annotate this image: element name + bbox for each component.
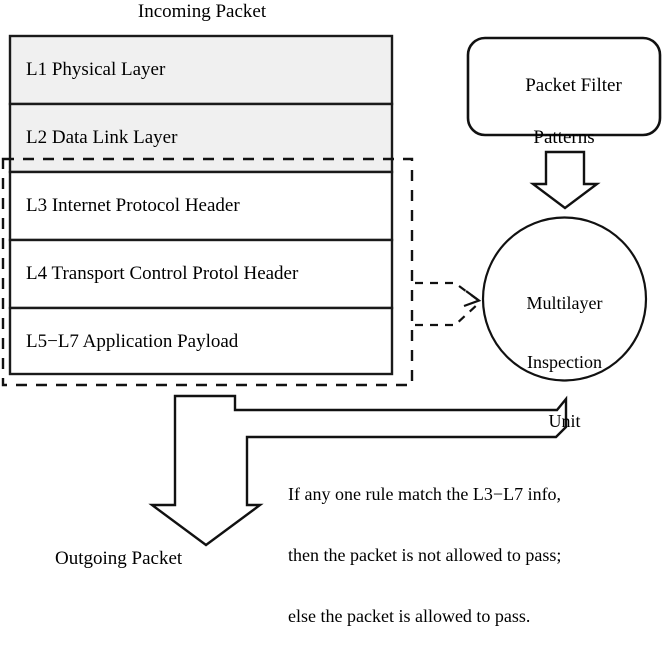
packet-layer-box-l5 <box>8 306 394 376</box>
filter-to-unit-arrow <box>529 150 601 210</box>
multilayer-inspection-unit-circle <box>481 216 648 382</box>
packet-layer-label-l2: L2 Data Link Layer <box>26 127 178 148</box>
diagram-canvas <box>1 34 662 547</box>
inspected-layers-dashed-boundary <box>1 157 414 387</box>
packet-filter-patterns-line-2: Patterns <box>533 127 595 148</box>
packet-to-unit-dashed-arrow-lower <box>415 303 479 327</box>
rule-caption-line-1: If any one rule match the L3−L7 info, <box>288 484 562 504</box>
packet-filter-patterns-line-1: Packet Filter <box>525 75 622 96</box>
packet-layer-label-l1: L1 Physical Layer <box>26 59 166 80</box>
inspection-unit-line-3: Unit <box>548 411 581 431</box>
packet-filter-patterns-box <box>466 36 662 137</box>
packet-to-unit-dashed-arrow-upper-head <box>463 290 482 308</box>
network-packet-inspection-diagram: Incoming Packet L1 Physical Layer L2 Dat… <box>1 1 662 625</box>
outgoing-packet-label: Outgoing Packet <box>55 548 183 569</box>
rule-caption-line-3: else the packet is allowed to pass. <box>288 606 531 626</box>
packet-layer-box-l1 <box>8 34 394 106</box>
inspection-unit-line-2: Inspection <box>527 352 602 372</box>
packet-filter-patterns-label: Packet Filter Patterns <box>468 57 660 185</box>
packet-layer-label-l4: L4 Transport Control Protol Header <box>26 263 299 284</box>
packet-layer-box-l4 <box>8 238 394 310</box>
rule-caption-line-2: then the packet is not allowed to pass; <box>288 545 562 565</box>
packet-layer-label-l3: L3 Internet Protocol Header <box>26 195 240 216</box>
multilayer-inspection-unit-label: Multilayer Inspection Unit <box>483 258 646 466</box>
packet-layer-box-l3 <box>8 170 394 242</box>
inspection-unit-line-1: Multilayer <box>526 293 603 313</box>
packet-layer-label-l5: L5−L7 Application Payload <box>26 331 239 352</box>
unit-to-outgoing-bent-arrow <box>148 394 568 547</box>
incoming-packet-label: Incoming Packet <box>137 1 267 22</box>
packet-to-unit-dashed-arrow-upper <box>415 281 479 301</box>
packet-layer-box-l2 <box>8 102 394 174</box>
